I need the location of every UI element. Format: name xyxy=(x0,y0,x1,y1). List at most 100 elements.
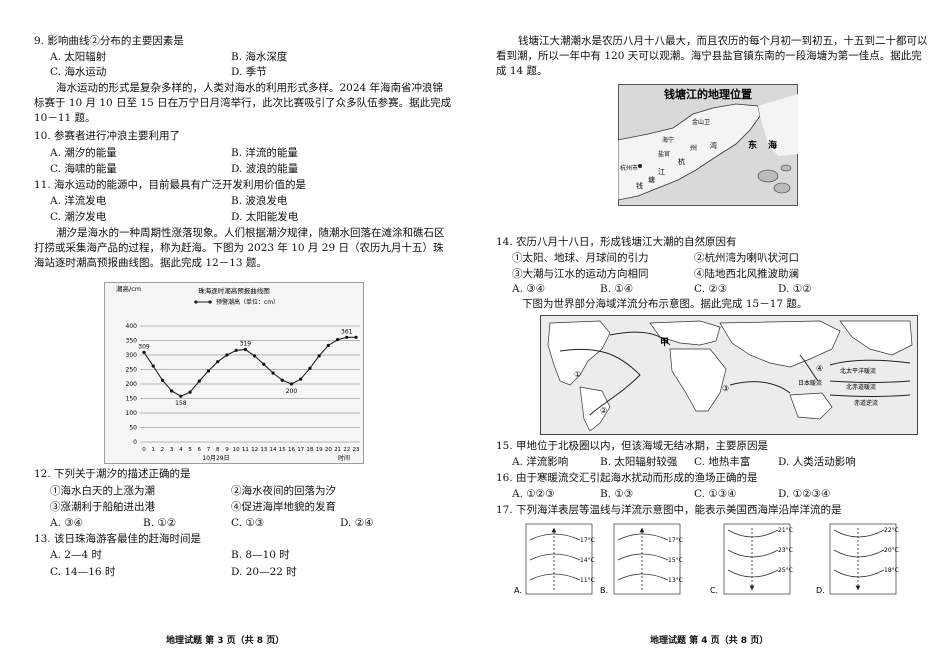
tide-point xyxy=(308,366,312,370)
data-label: 158 xyxy=(175,400,187,407)
diagram-a-t2: 14°C xyxy=(580,557,595,564)
chart-grid xyxy=(140,325,360,443)
tide-point xyxy=(326,343,330,348)
x-tick-label: 18 xyxy=(306,447,313,453)
isotherm-diagram-b: B. 17°C 15°C 13°C xyxy=(600,523,683,595)
diagram-d-t3: 18°C xyxy=(884,567,899,574)
q12-item-2: ②海水夜间的回落为汐 xyxy=(231,485,336,497)
q10-option-d: D. 波浪的能量 xyxy=(231,163,299,175)
bay-water xyxy=(618,103,761,201)
y-tick-label: 200 xyxy=(126,381,138,388)
tide-point xyxy=(234,348,238,352)
map2-current-north-pacific: 北太平洋暖流 xyxy=(840,367,876,375)
current-arrow xyxy=(829,380,911,383)
page-footer-left: 地理试题 第 3 页（共 8 页） xyxy=(166,636,285,646)
current-arrow xyxy=(559,348,641,416)
map2-marker-1: ① xyxy=(574,370,581,379)
chart-xlabel: 时间 xyxy=(338,454,350,462)
map1-label-tang: 塘 xyxy=(648,175,655,184)
data-label: 200 xyxy=(286,388,298,395)
q9-option-c: C. 海水运动 xyxy=(50,66,107,78)
y-tick-label: 150 xyxy=(126,396,138,403)
tide-point xyxy=(345,335,349,339)
q11-option-a: A. 洋流发电 xyxy=(50,195,107,207)
q16-option-c: C. ①③④ xyxy=(694,488,737,500)
tide-point xyxy=(253,354,257,358)
x-tick-label: 13 xyxy=(260,447,267,453)
tide-series-points xyxy=(142,335,358,398)
land-australia xyxy=(789,392,833,420)
x-tick-label: 15 xyxy=(279,447,286,453)
q14-option-b: B. ①④ xyxy=(600,283,634,295)
chart-date-label: 10月29日 xyxy=(202,455,229,462)
x-tick-label: 7 xyxy=(207,447,211,453)
isotherm-diagram-d: D. 22°C 20°C 18°C xyxy=(816,523,899,595)
legend-marker xyxy=(208,300,212,304)
x-tick-label: 9 xyxy=(225,447,229,453)
tide-point xyxy=(197,379,201,383)
intro-15-17: 下图为世界部分海域洋流分布示意图。据此完成 15－17 题。 xyxy=(522,298,808,310)
land-north-america xyxy=(547,320,611,386)
map2-marker-4: ④ xyxy=(816,364,823,373)
y-tick-label: 50 xyxy=(129,425,137,432)
q14-item-1: ①太阳、地球、月球间的引力 xyxy=(512,252,649,264)
tide-point xyxy=(262,362,266,366)
hangzhou-marker xyxy=(638,164,642,168)
q12-option-b: B. ①② xyxy=(143,517,177,529)
q16-option-b: B. ①③ xyxy=(600,488,634,500)
q13-option-b: B. 8—10 时 xyxy=(231,549,290,561)
tide-point xyxy=(225,353,229,357)
map2-current-kuroshio: 日本暖流 xyxy=(798,379,822,387)
land-europe xyxy=(649,320,721,346)
x-tick-label: 23 xyxy=(353,447,360,453)
map1-title: 钱塘江的地理位置 xyxy=(664,87,752,101)
intro-14: 钱塘江大潮潮水是农历八月十八最大，而且农历的每个月初一到初五，十五到二十都可以看… xyxy=(496,35,928,77)
tide-chart: 潮高/cm 珠海逐时潮高预报曲线图 预警潮高（单位：cm） 0501001502… xyxy=(104,282,364,464)
data-label: 361 xyxy=(341,328,353,335)
data-label: 309 xyxy=(138,343,150,350)
x-tick-label: 10 xyxy=(233,447,240,453)
map1-label-qian: 钱 xyxy=(636,181,643,190)
q12-item-1: ①海水白天的上涨为潮 xyxy=(50,485,155,497)
tide-point xyxy=(289,382,294,386)
land-north-america-east xyxy=(839,320,913,356)
diagram-a-t1: 17°C xyxy=(580,537,595,544)
tide-point xyxy=(188,390,192,394)
page-footer-right: 地理试题 第 4 页（共 8 页） xyxy=(650,636,769,646)
q11-option-c: C. 潮汐发电 xyxy=(50,211,107,223)
chart-title: 珠海逐时潮高预报曲线图 xyxy=(198,286,270,295)
intro-12-13: 潮汐是海水的一种周期性涨落现象。人们根据潮汐规律，随潮水回落在滩涂和礁石区打捞或… xyxy=(34,227,445,269)
q10-option-c: C. 海啸的能量 xyxy=(50,163,117,175)
tide-point xyxy=(151,364,155,368)
tide-point xyxy=(160,378,165,382)
chart-legend: 预警潮高（单位：cm） xyxy=(216,298,279,306)
q13-stem: 13. 该日珠海游客最佳的赶海时间是 xyxy=(34,533,202,545)
qiantang-map: 钱塘江的地理位置 金山卫 海宁 盐官 杭州市 州 湾 杭 钱 塘 江 东 海 xyxy=(618,84,798,206)
q14-item-2: ②杭州湾为喇叭状河口 xyxy=(694,252,799,264)
chart-ylabel: 潮高/cm xyxy=(116,284,141,293)
tide-point xyxy=(280,378,284,382)
y-tick-label: 0 xyxy=(133,439,137,446)
diagram-c-t2: 23°C xyxy=(778,547,793,554)
chart-frame xyxy=(104,282,364,464)
q12-item-4: ④促进海岸地貌的发育 xyxy=(231,501,336,513)
x-tick-label: 14 xyxy=(270,447,277,453)
current-arrow xyxy=(799,354,819,382)
map1-label-hangzhou: 杭州市 xyxy=(620,164,638,172)
y-tick-label: 250 xyxy=(126,367,138,374)
map1-label-yanguan: 盐官 xyxy=(658,150,670,158)
x-tick-label: 1 xyxy=(151,447,155,453)
x-tick-label: 21 xyxy=(334,447,341,453)
x-tick-label: 11 xyxy=(242,447,249,453)
q15-option-d: D. 人类活动影响 xyxy=(778,456,856,468)
y-tick-label: 300 xyxy=(126,352,138,359)
q10-stem: 10. 参赛者进行冲浪主要利用了 xyxy=(34,130,181,142)
tide-point xyxy=(179,394,183,398)
diagram-b-t3: 13°C xyxy=(668,577,683,584)
q10-option-b: B. 洋流的能量 xyxy=(231,147,298,159)
diagram-d-t1: 22°C xyxy=(884,527,899,534)
left-page: 9. 影响曲线②分布的主要因素是 A. 太阳辐射 B. 海水深度 C. 海水运动… xyxy=(0,0,470,659)
q13-option-d: D. 20—22 时 xyxy=(231,566,297,578)
